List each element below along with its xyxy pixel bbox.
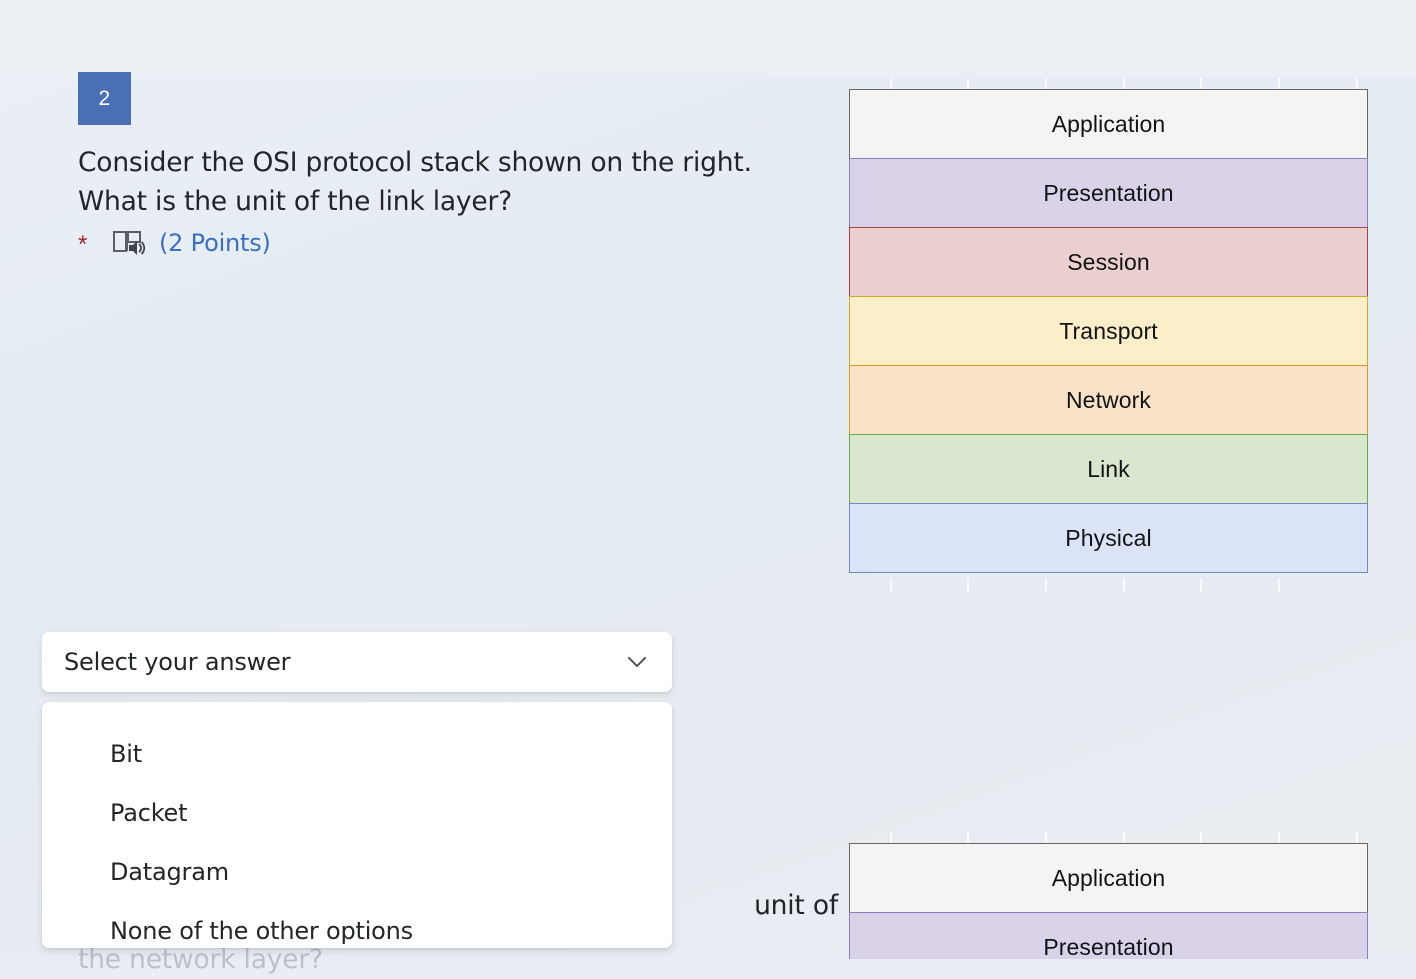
osi-layer-label: Link: [1087, 455, 1130, 482]
grid-tick: [967, 832, 969, 846]
grid-tick: [890, 78, 892, 92]
grid-tick: [1200, 578, 1202, 592]
answer-dropdown[interactable]: Select your answer: [42, 632, 672, 692]
chevron-down-icon[interactable]: [624, 649, 650, 675]
osi-layer-application: Application: [849, 843, 1368, 913]
answer-option-label: Packet: [110, 798, 188, 827]
answer-option-datagram[interactable]: Datagram: [42, 842, 672, 901]
grid-tick: [890, 832, 892, 846]
next-question-visible-fragment: unit of: [754, 890, 838, 921]
osi-layer-application: Application: [849, 89, 1368, 159]
osi-layer-label: Transport: [1059, 317, 1158, 344]
grid-tick: [967, 78, 969, 92]
answer-option-none-of-the-other-options[interactable]: None of the other options: [42, 901, 672, 948]
immersive-reader-icon[interactable]: [112, 228, 152, 258]
osi-layer-label: Application: [1051, 864, 1166, 891]
grid-tick: [1200, 832, 1202, 846]
osi-layer-label: Physical: [1065, 524, 1152, 551]
osi-layer-label: Presentation: [1043, 179, 1174, 206]
grid-tick: [1123, 578, 1125, 592]
grid-tick: [1045, 832, 1047, 846]
answer-dropdown-value: Select your answer: [64, 648, 291, 676]
osi-layer-transport: Transport: [849, 296, 1368, 366]
osi-layer-session: Session: [849, 227, 1368, 297]
question-meta: * (2 Points): [78, 226, 798, 260]
question-text: Consider the OSI protocol stack shown on…: [78, 147, 752, 217]
grid-tick: [1356, 832, 1358, 846]
grid-tick: [1045, 78, 1047, 92]
grid-tick: [1123, 832, 1125, 846]
grid-tick: [967, 578, 969, 592]
osi-layer-presentation: Presentation: [849, 158, 1368, 228]
grid-tick: [890, 578, 892, 592]
osi-layer-network: Network: [849, 365, 1368, 435]
question-number-badge: 2: [78, 72, 131, 125]
osi-layer-label: Session: [1067, 248, 1150, 275]
grid-tick: [1123, 78, 1125, 92]
grid-tick: [1278, 78, 1280, 92]
osi-layer-link: Link: [849, 434, 1368, 504]
grid-tick: [1278, 832, 1280, 846]
question-block: 2 Consider the OSI protocol stack shown …: [78, 72, 798, 260]
points-label[interactable]: (2 Points): [159, 229, 271, 257]
answer-option-label: Bit: [110, 739, 142, 768]
answer-option-bit[interactable]: Bit: [42, 724, 672, 783]
answer-option-label: None of the other options: [110, 916, 413, 945]
grid-tick: [1200, 78, 1202, 92]
osi-layer-physical: Physical: [849, 503, 1368, 573]
answer-option-packet[interactable]: Packet: [42, 783, 672, 842]
osi-layer-label: Application: [1051, 110, 1166, 137]
answer-option-label: Datagram: [110, 857, 229, 886]
grid-tick: [1045, 578, 1047, 592]
osi-layer-presentation: Presentation: [849, 912, 1368, 959]
osi-layer-label: Presentation: [1043, 933, 1174, 960]
required-asterisk: *: [78, 231, 88, 258]
osi-layer-label: Network: [1065, 386, 1152, 413]
grid-tick: [1278, 578, 1280, 592]
grid-tick: [1356, 78, 1358, 92]
